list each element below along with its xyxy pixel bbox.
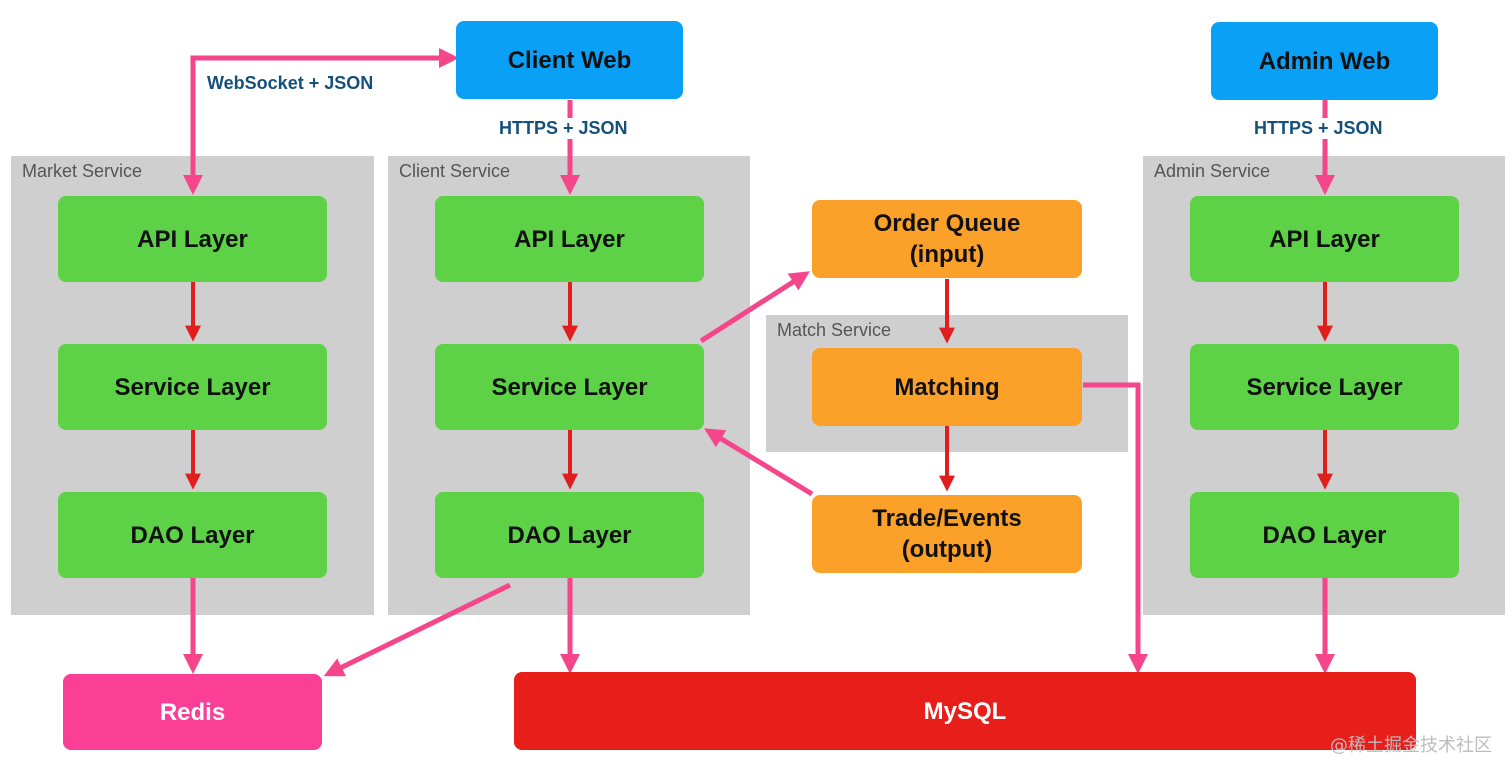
client-service-to-queue-arrow <box>699 271 810 344</box>
trade-events-sublabel: (output) <box>901 536 993 563</box>
admin-https-json-label: HTTPS + JSON <box>1252 118 1385 139</box>
mysql-label: MySQL <box>923 697 1007 725</box>
trade-events-label: Trade/Events <box>872 505 1022 532</box>
matching-label: Matching <box>894 373 1000 401</box>
client-api-layer: API Layer <box>435 196 704 282</box>
client-dao-layer-label: DAO Layer <box>507 521 632 549</box>
admin-dao-layer: DAO Layer <box>1190 492 1459 578</box>
matching-node: Matching <box>812 348 1082 426</box>
market-service-layer: Service Layer <box>58 344 327 430</box>
redis-label: Redis <box>159 698 226 726</box>
market-dao-layer: DAO Layer <box>58 492 327 578</box>
client-dao-to-redis-arrow <box>323 582 512 677</box>
market-service-label: Market Service <box>22 161 143 181</box>
client-service-label: Client Service <box>399 161 511 181</box>
order-queue-sublabel: (input) <box>909 241 985 268</box>
client-dao-layer: DAO Layer <box>435 492 704 578</box>
admin-service-label: Admin Service <box>1154 161 1271 181</box>
admin-web-node: Admin Web <box>1211 22 1438 100</box>
admin-web-label: Admin Web <box>1258 47 1391 75</box>
order-queue-label: Order Queue <box>873 210 1021 237</box>
admin-service-layer-label: Service Layer <box>1246 373 1403 401</box>
client-api-layer-label: API Layer <box>514 225 625 253</box>
admin-dao-layer-label: DAO Layer <box>1262 521 1387 549</box>
client-web-label: Client Web <box>507 46 632 74</box>
match-service-label: Match Service <box>777 320 892 340</box>
market-service-layer-label: Service Layer <box>114 373 271 401</box>
admin-api-layer: API Layer <box>1190 196 1459 282</box>
market-api-layer: API Layer <box>58 196 327 282</box>
client-web-node: Client Web <box>456 21 683 99</box>
client-service-layer-label: Service Layer <box>491 373 648 401</box>
matching-to-mysql-arrow <box>1083 382 1148 675</box>
admin-service-layer: Service Layer <box>1190 344 1459 430</box>
watermark: @稀土掘金技术社区 <box>1330 735 1492 756</box>
order-queue-node: Order Queue (input) <box>812 200 1082 278</box>
redis-node: Redis <box>63 674 322 750</box>
websocket-json-label: WebSocket + JSON <box>207 73 374 93</box>
trade-events-node: Trade/Events (output) <box>812 495 1082 573</box>
trade-to-client-service-arrow <box>704 428 814 497</box>
admin-api-layer-label: API Layer <box>1269 225 1380 253</box>
market-api-layer-label: API Layer <box>137 225 248 253</box>
market-dao-layer-label: DAO Layer <box>130 521 255 549</box>
mysql-node: MySQL <box>514 672 1416 750</box>
client-service-layer: Service Layer <box>435 344 704 430</box>
client-https-json-label: HTTPS + JSON <box>497 118 630 139</box>
